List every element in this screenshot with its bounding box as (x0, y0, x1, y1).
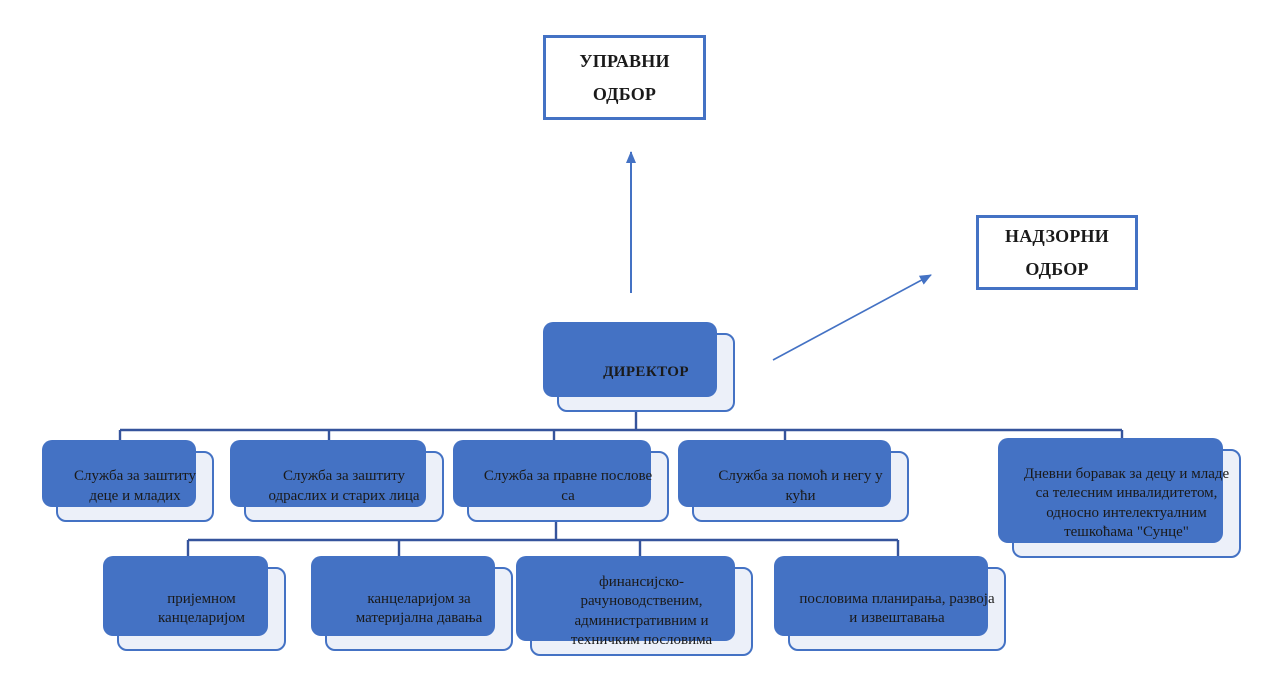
service-box-home-care: Служба за помоћ и негу у кући (678, 440, 909, 522)
service-box-adults-protection: Служба за заштиту одраслих и старих лица (230, 440, 444, 522)
supervisory-board-label: НАДЗОРНИ ОДБОР (1005, 226, 1109, 279)
service-box-day-care-sunce: Дневни боравак за децу и младе са телесн… (998, 438, 1241, 558)
suboffice-box-finance-admin: финансијско-рачуноводственим, администра… (516, 556, 753, 656)
service-label: Служба за заштиту одраслих и старих лица (268, 468, 420, 504)
suboffice-box-material-benefits: канцеларијом за материјална давања (311, 556, 513, 651)
service-box-children-protection: Служба за заштиту деце и младих (42, 440, 214, 522)
service-box-legal-affairs: Служба за правне послове са (453, 440, 669, 522)
suboffice-label: пријемном канцеларијом (158, 590, 245, 627)
management-board-box: УПРАВНИ ОДБОР (543, 35, 706, 120)
suboffice-box-reception: пријемном канцеларијом (103, 556, 286, 651)
tree-director-to-services (118, 412, 1124, 443)
arrow-to-supervisory-board (772, 274, 932, 361)
tree-legal-to-suboffices (186, 522, 900, 560)
director-label: ДИРЕКТОР (603, 363, 689, 380)
management-board-label: УПРАВНИ ОДБОР (579, 51, 670, 104)
service-label: Служба за помоћ и негу у кући (718, 468, 883, 504)
supervisory-board-box: НАДЗОРНИ ОДБОР (976, 215, 1138, 290)
director-box: ДИРЕКТОР (543, 322, 735, 412)
service-label: Дневни боравак за децу и младе са телесн… (1023, 465, 1230, 541)
service-label: Служба за заштиту деце и младих (74, 468, 196, 504)
suboffice-label: пословима планирања, развоја и извештава… (799, 590, 995, 627)
suboffice-label: финансијско-рачуноводственим, администра… (570, 573, 713, 649)
suboffice-label: канцеларијом за материјална давања (355, 590, 483, 627)
service-label: Служба за правне послове са (483, 468, 653, 504)
suboffice-box-planning: пословима планирања, развоја и извештава… (774, 556, 1006, 651)
